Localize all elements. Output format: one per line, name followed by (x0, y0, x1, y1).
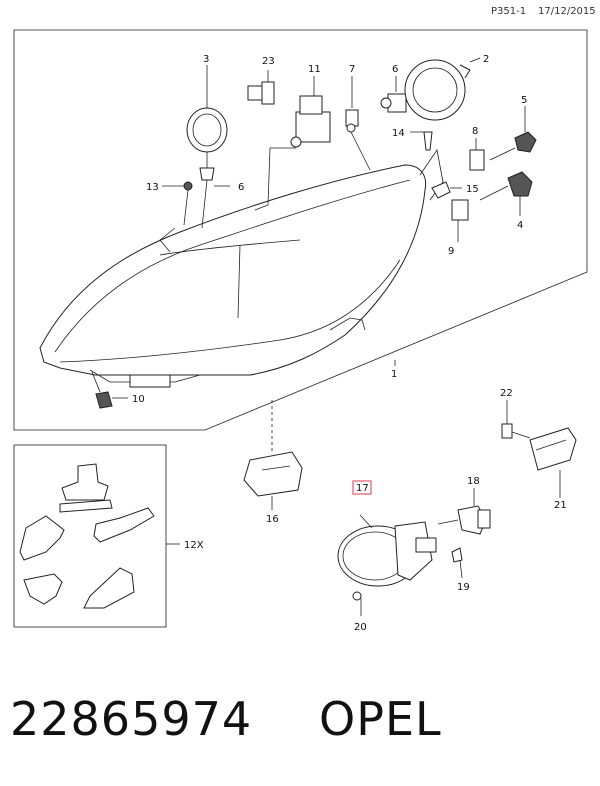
callout-22: 22 (500, 388, 513, 399)
socket-5 (489, 106, 537, 161)
callout-20: 20 (354, 622, 367, 633)
callout-5: 5 (521, 95, 527, 106)
callout-17: 17 (356, 483, 369, 494)
bulb-7 (345, 76, 371, 171)
side-marker-21 (529, 427, 577, 498)
socket-4 (479, 171, 533, 216)
part-number: 22865974 (10, 692, 253, 746)
callout-12x: 12X (184, 540, 204, 551)
leveling-motor-16 (243, 400, 303, 510)
brackets-12x (19, 463, 180, 609)
callout-10: 10 (132, 394, 145, 405)
bracket-set-frame (13, 444, 167, 628)
bulb-23 (247, 70, 275, 105)
retaining-ring-3 (186, 65, 228, 229)
header-code: P351-1 (491, 6, 527, 17)
callout-18: 18 (467, 476, 480, 487)
callout-14: 14 (392, 128, 405, 139)
dust-cap-2 (404, 57, 481, 121)
igniter-11 (254, 76, 331, 211)
bulb-6-upper (380, 76, 407, 113)
headlamp-housing (39, 148, 444, 388)
callout-7: 7 (349, 64, 355, 75)
callout-1: 1 (391, 369, 397, 380)
brand-name: OPEL (319, 692, 442, 746)
callout-6-lower: 6 (238, 182, 244, 193)
header-date: 17/12/2015 (538, 6, 596, 17)
callout-6-upper: 6 (392, 64, 398, 75)
clip-15 (431, 181, 462, 199)
callout-4: 4 (517, 220, 523, 231)
screw-14 (410, 131, 433, 151)
screw-20 (352, 591, 362, 616)
screw-13 (162, 181, 193, 226)
callout-11: 11 (308, 64, 321, 75)
clip-10 (91, 371, 128, 409)
highlight-box-17 (352, 480, 372, 495)
callout-19: 19 (457, 582, 470, 593)
callout-16: 16 (266, 514, 279, 525)
fog-lamp-17 (337, 514, 437, 587)
callout-21: 21 (554, 500, 567, 511)
callout-23: 23 (262, 56, 275, 67)
callout-9: 9 (448, 246, 454, 257)
bulb-9 (451, 199, 469, 242)
bulb-8 (469, 138, 485, 171)
bulb-18 (437, 488, 491, 535)
callout-2: 2 (483, 54, 489, 65)
callout-8: 8 (472, 126, 478, 137)
bulb-22 (501, 400, 531, 439)
screw-19 (451, 547, 463, 579)
headlamp-assembly-frame (13, 29, 588, 431)
callout-15: 15 (466, 184, 479, 195)
callout-3: 3 (203, 54, 209, 65)
callout-13: 13 (146, 182, 159, 193)
